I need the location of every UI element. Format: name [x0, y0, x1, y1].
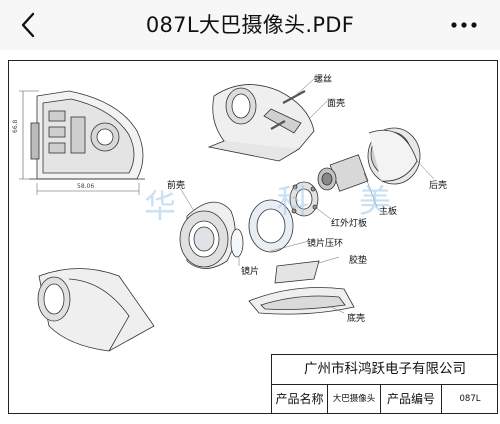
pdf-viewport[interactable]: 66.8 58.06 螺丝 面壳 后壳 主板 红外灯板 前壳 镜片压环 镜片 胶… — [0, 55, 500, 424]
product-code-label: 产品编号 — [381, 385, 442, 414]
drawing-sheet: 66.8 58.06 螺丝 面壳 后壳 主板 红外灯板 前壳 镜片压环 镜片 胶… — [8, 60, 498, 414]
front-shell-part — [179, 201, 236, 269]
label-bottom-shell: 底壳 — [347, 314, 366, 324]
back-button[interactable] — [14, 10, 44, 40]
ir-board-part — [289, 181, 319, 217]
watermark-char: 科 — [277, 182, 310, 220]
watermark-char: 华 — [144, 187, 177, 225]
label-face-shell: 面壳 — [327, 99, 346, 109]
label-lens-ring: 镜片压环 — [307, 239, 344, 249]
company-name: 广州市科鸿跃电子有限公司 — [272, 355, 498, 385]
label-screw: 螺丝 — [314, 75, 333, 85]
chevron-left-icon — [21, 12, 35, 38]
dimension-height: 66.8 — [12, 119, 19, 133]
dimension-width: 58.06 — [77, 183, 95, 190]
more-button[interactable] — [446, 12, 482, 38]
top-bar: 087L大巴摄像头.PDF — [0, 0, 500, 50]
more-horizontal-icon — [451, 22, 477, 28]
front-view-outline — [29, 90, 145, 180]
exploded-view-drawing — [19, 78, 435, 352]
document-title: 087L大巴摄像头.PDF — [145, 13, 355, 37]
face-shell-part — [207, 84, 315, 162]
label-ir-board: 红外灯板 — [331, 219, 368, 229]
iso-view-assembled — [37, 268, 155, 352]
product-code-value: 087L — [459, 394, 481, 404]
label-lens: 镜片 — [241, 267, 260, 277]
label-gasket: 胶垫 — [349, 256, 368, 266]
label-main-board: 主板 — [379, 207, 398, 217]
back-shell-part — [367, 127, 421, 185]
product-name-label: 产品名称 — [272, 385, 328, 414]
label-front-shell: 前壳 — [167, 181, 186, 191]
title-block: 广州市科鸿跃电子有限公司 产品名称 大巴摄像头 产品编号 087L — [271, 354, 498, 414]
lens-ring-part — [248, 199, 294, 253]
label-back-shell: 后壳 — [429, 181, 448, 191]
bottom-shell-part — [248, 287, 355, 315]
product-name-value: 大巴摄像头 — [328, 385, 381, 414]
watermark-char: 美 — [359, 182, 392, 220]
main-board-part — [317, 154, 369, 192]
